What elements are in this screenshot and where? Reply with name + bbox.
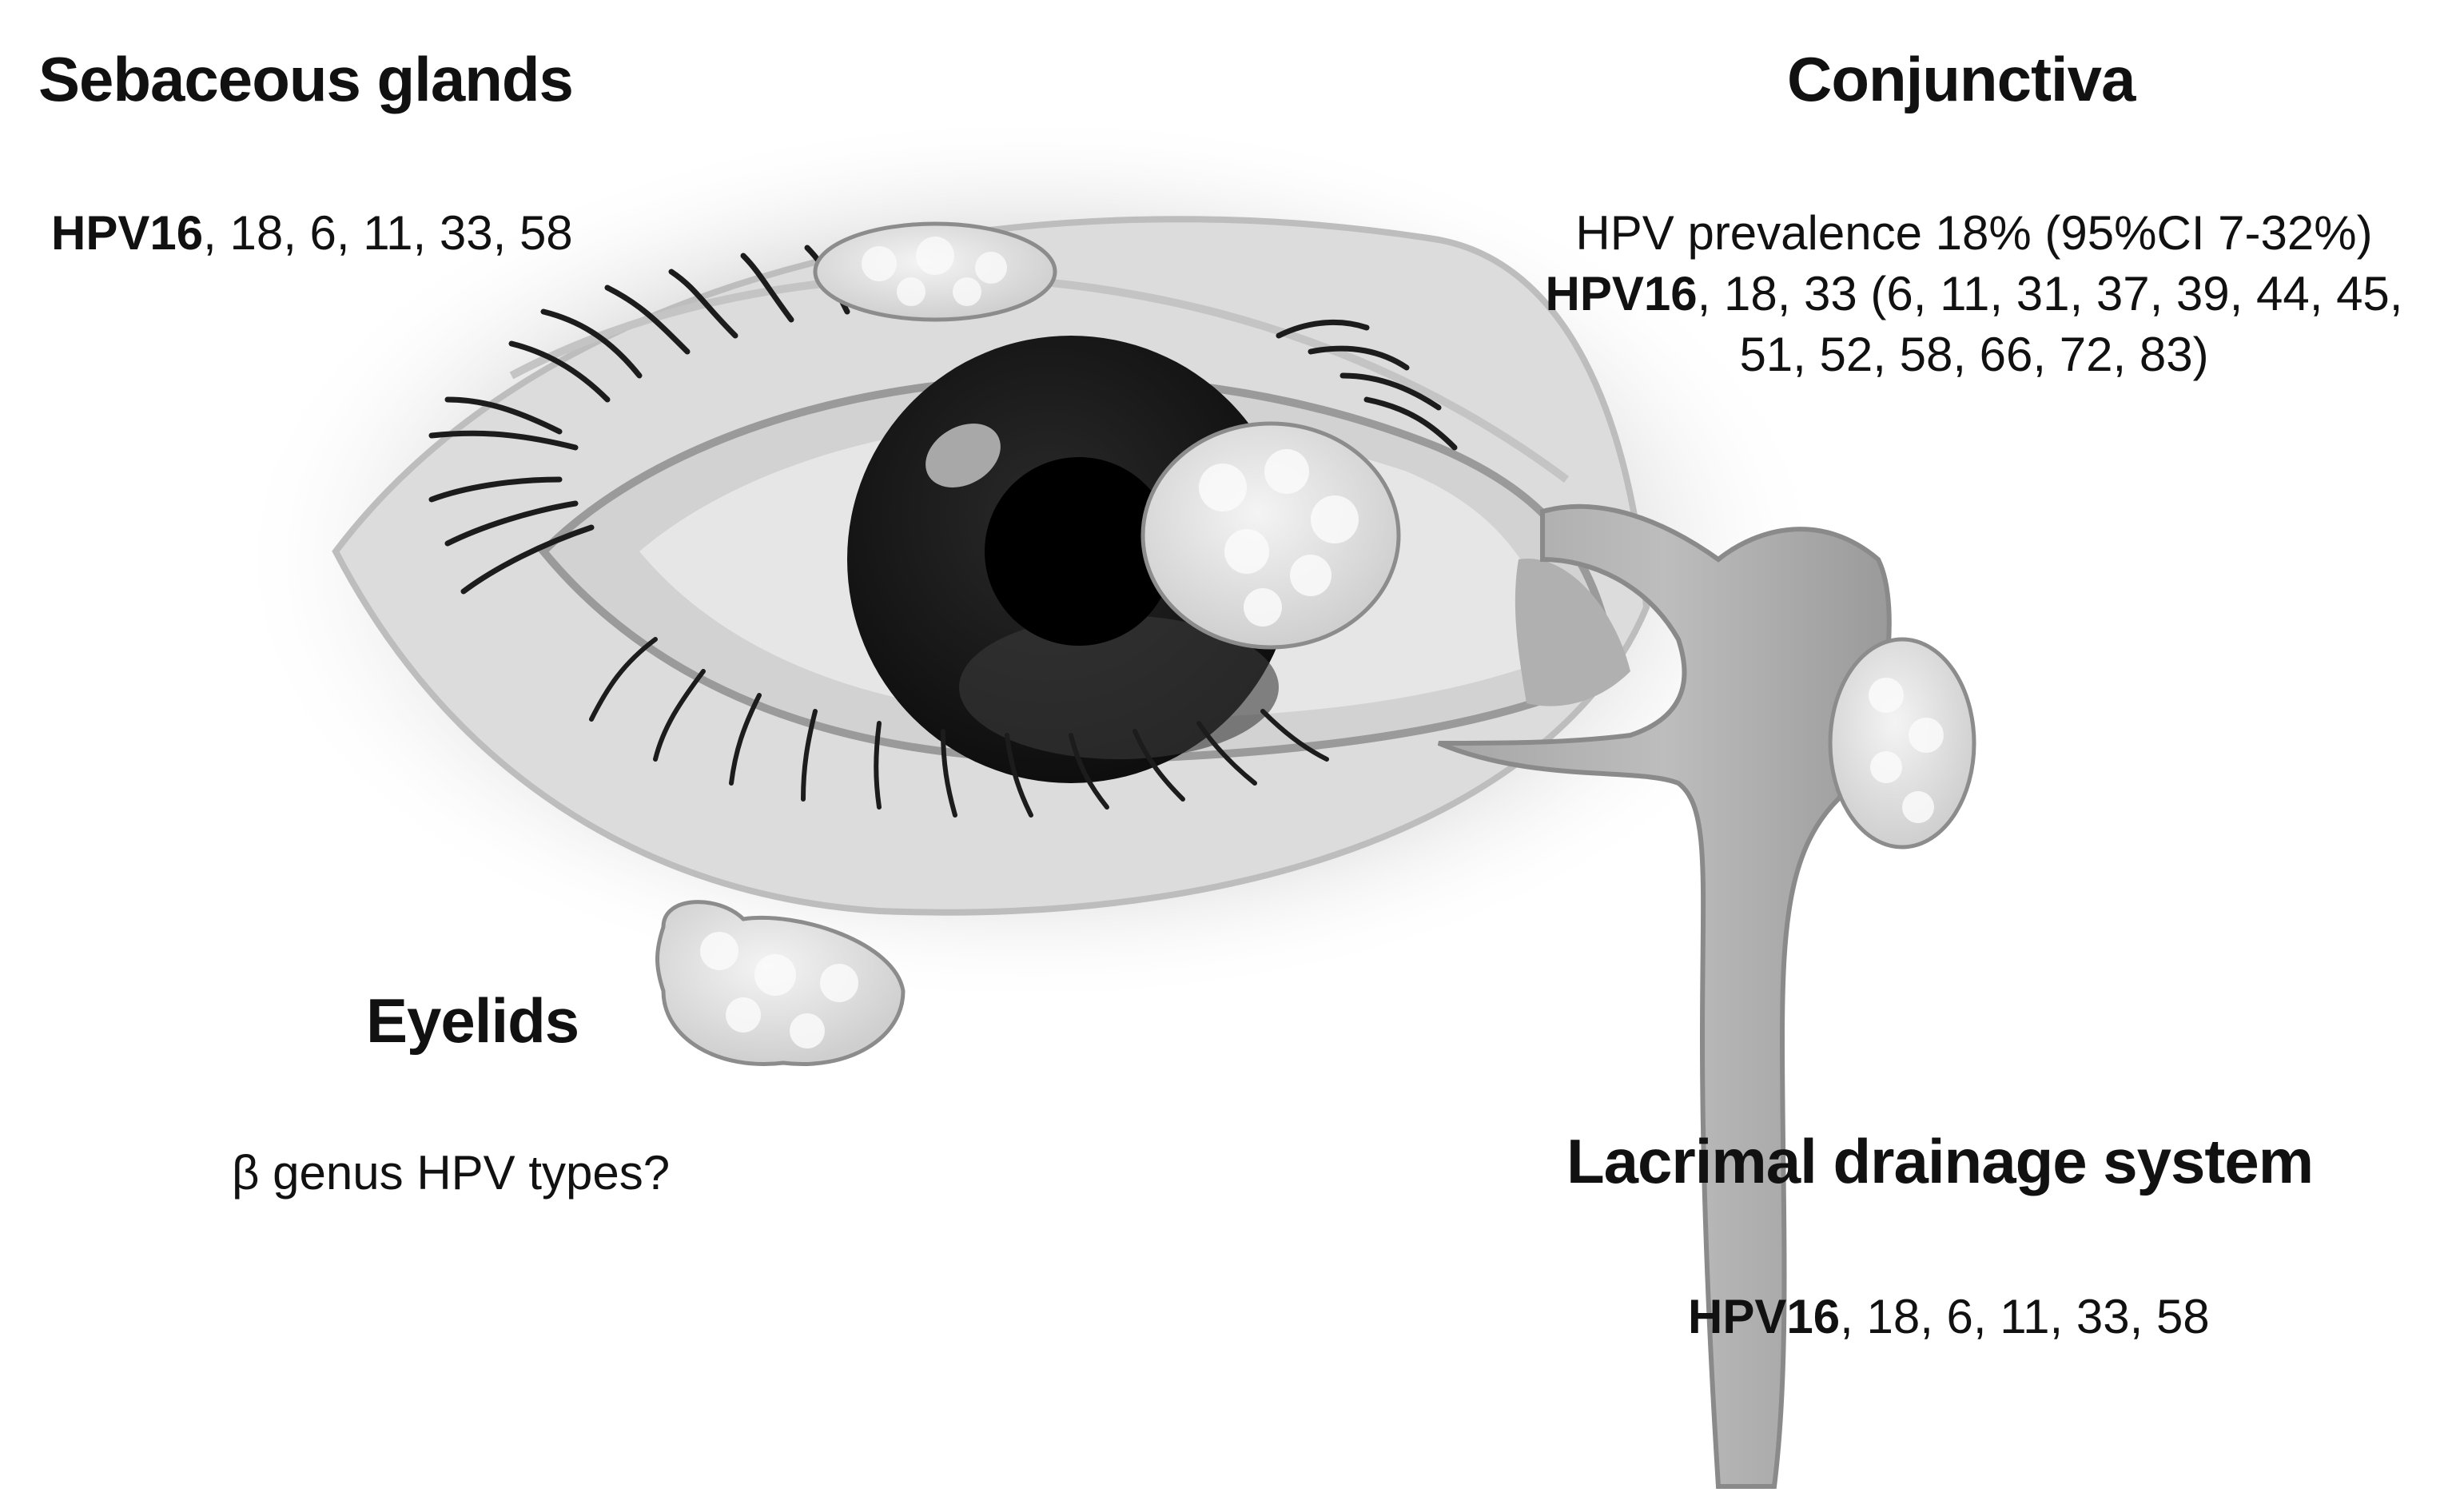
lacrimal-hpv-primary: HPV16 [1688, 1290, 1841, 1343]
conjunctiva-hpv-types: HPV16, 18, 33 (6, 11, 31, 37, 39, 44, 45… [1503, 264, 2446, 324]
conjunctiva-hpv-types-cont: 51, 52, 58, 66, 72, 83) [1739, 328, 2209, 381]
eyelids-text: β genus HPV types? [232, 1146, 671, 1200]
papilloma-conjunctiva [1140, 421, 1401, 650]
conjunctiva-title: Conjunctiva [1787, 44, 2136, 114]
sebaceous-glands-title: Sebaceous glands [38, 44, 574, 114]
eyelids-title: Eyelids [366, 985, 579, 1056]
papilloma-eyelid-skin [655, 900, 906, 1066]
lacrimal-hpv-types: HPV16, 18, 6, 11, 33, 58 [1688, 1287, 2210, 1347]
sebaceous-hpv-primary: HPV16 [51, 206, 204, 260]
conjunctiva-prevalence: HPV prevalence 18% (95%CI 7-32%) [1575, 206, 2373, 260]
sebaceous-glands-hpv-types: HPV16, 18, 6, 11, 33, 58 [51, 203, 573, 264]
lacrimal-duct [1437, 503, 1892, 1489]
sebaceous-hpv-other: , 18, 6, 11, 33, 58 [203, 206, 573, 260]
lower-eyelashes [589, 637, 1329, 818]
papilloma-upper-lid [813, 221, 1057, 322]
pupil [985, 457, 1173, 646]
caruncle [1515, 559, 1630, 706]
papilloma-lacrimal [1828, 637, 1976, 850]
lacrimal-hpv-other: , 18, 6, 11, 33, 58 [1840, 1290, 2210, 1343]
conjunctiva-hpv-other: , 18, 33 (6, 11, 31, 37, 39, 44, 45, [1697, 267, 2403, 320]
lacrimal-title: Lacrimal drainage system [1566, 1126, 2314, 1196]
eye-highlight [925, 424, 1001, 487]
conjunctiva-hpv-primary: HPV16 [1545, 267, 1698, 320]
conjunctiva-text: HPV prevalence 18% (95%CI 7-32%) HPV16, … [1503, 203, 2446, 385]
